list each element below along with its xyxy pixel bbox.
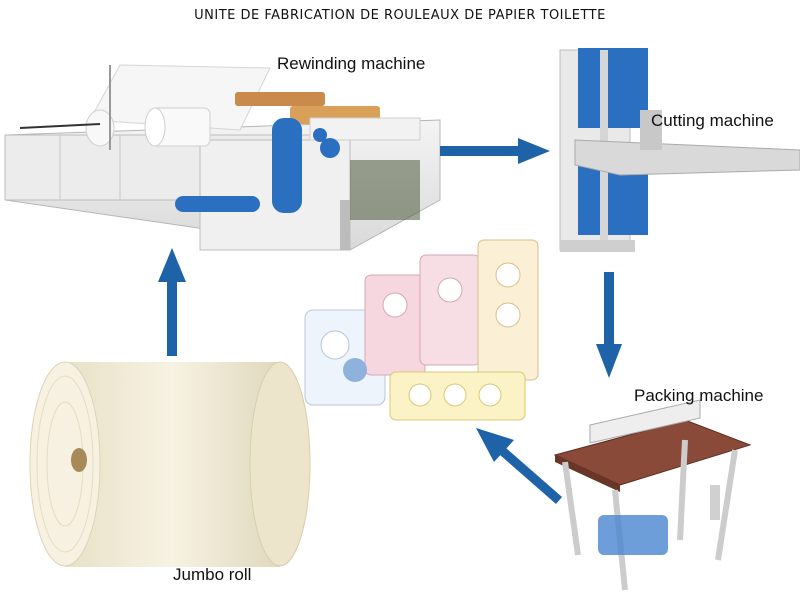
jumbo-roll-label: Jumbo roll (173, 565, 252, 584)
arrow-cutting-to-packing (596, 272, 622, 378)
jumbo-roll-icon (29, 361, 311, 567)
arrow-jumbo-to-rewinding (158, 248, 186, 356)
rewinding-machine-label: Rewinding machine (277, 54, 426, 73)
cutting-machine-label: Cutting machine (651, 111, 774, 130)
diagram-title: UNITE DE FABRICATION DE ROULEAUX DE PAPI… (194, 8, 606, 23)
packing-machine-label: Packing machine (634, 386, 764, 405)
arrow-packing-to-products (476, 428, 562, 504)
packing-machine-icon (553, 399, 752, 591)
arrow-rewinding-to-cutting (440, 138, 550, 164)
rewinding-machine-icon (4, 64, 441, 251)
cutting-machine-icon (559, 48, 800, 252)
packaged-rolls-icon (304, 239, 539, 421)
